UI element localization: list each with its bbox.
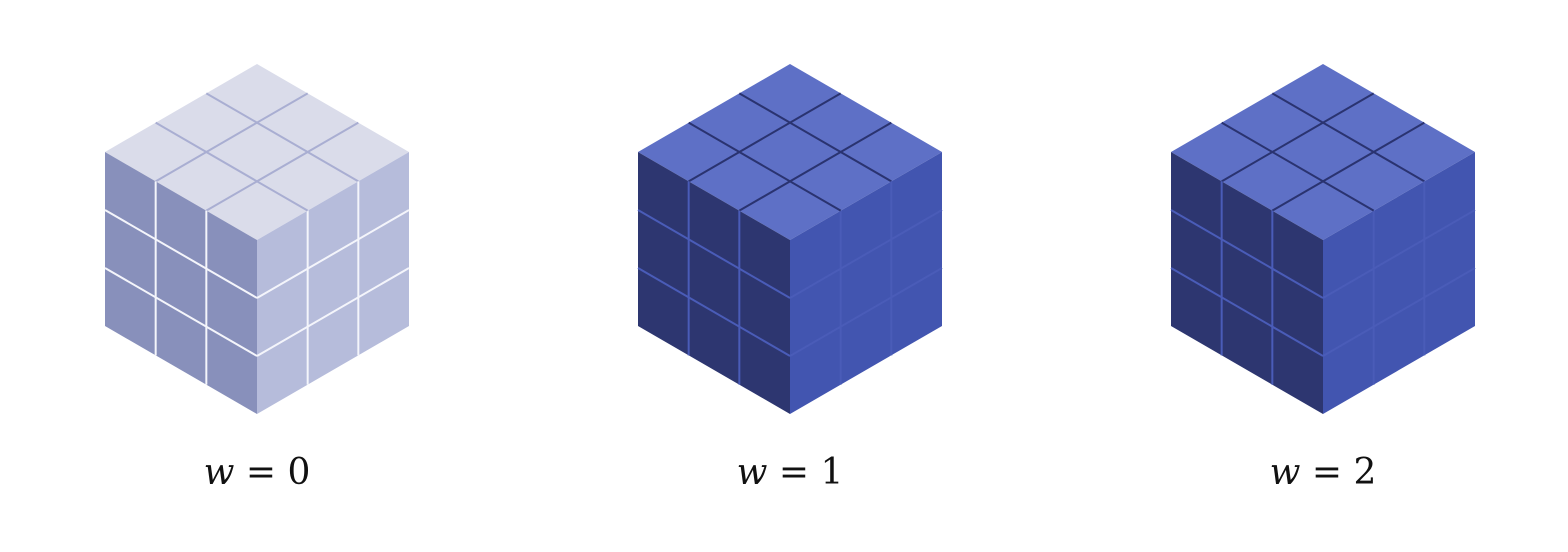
top-grid-line	[738, 92, 892, 183]
caption-variable: w	[1269, 452, 1301, 493]
top-grid-line	[1221, 92, 1375, 183]
cube-1	[637, 64, 943, 414]
top-grid-line	[1221, 121, 1375, 212]
caption-value: 1	[820, 452, 844, 493]
right-grid-line	[789, 267, 943, 357]
caption-equals: =	[1311, 452, 1343, 493]
top-grid-line	[738, 121, 892, 212]
left-grid-line	[1170, 209, 1324, 299]
cube-0	[104, 64, 410, 414]
cube-left-face	[105, 152, 257, 414]
cube-right-face	[1323, 152, 1475, 414]
caption-equals: =	[245, 452, 277, 493]
top-grid-line	[205, 121, 359, 212]
top-grid-line	[155, 121, 309, 212]
cube-left-face	[638, 152, 790, 414]
cube-right-face	[790, 152, 942, 414]
cube-right-face	[257, 152, 409, 414]
top-grid-line	[1271, 92, 1425, 183]
left-grid-line	[1170, 267, 1324, 357]
right-grid-line	[1322, 267, 1476, 357]
caption-w0: w = 0	[157, 452, 357, 493]
caption-variable: w	[203, 452, 235, 493]
caption-value: 0	[287, 452, 311, 493]
caption-w2: w = 2	[1223, 452, 1423, 493]
left-grid-line	[637, 209, 791, 299]
right-grid-line	[256, 209, 410, 299]
top-grid-line	[155, 92, 309, 183]
cube-2	[1170, 64, 1476, 414]
right-grid-line	[256, 267, 410, 357]
right-grid-line	[789, 209, 943, 299]
top-grid-line	[1271, 121, 1425, 212]
right-grid-line	[1322, 209, 1476, 299]
caption-value: 2	[1353, 452, 1377, 493]
top-grid-line	[688, 92, 842, 183]
caption-equals: =	[778, 452, 810, 493]
top-grid-line	[205, 92, 359, 183]
caption-variable: w	[736, 452, 768, 493]
cube-left-face	[1171, 152, 1323, 414]
left-grid-line	[104, 267, 258, 357]
left-grid-line	[104, 209, 258, 299]
caption-w1: w = 1	[690, 452, 890, 493]
top-grid-line	[688, 121, 842, 212]
left-grid-line	[637, 267, 791, 357]
